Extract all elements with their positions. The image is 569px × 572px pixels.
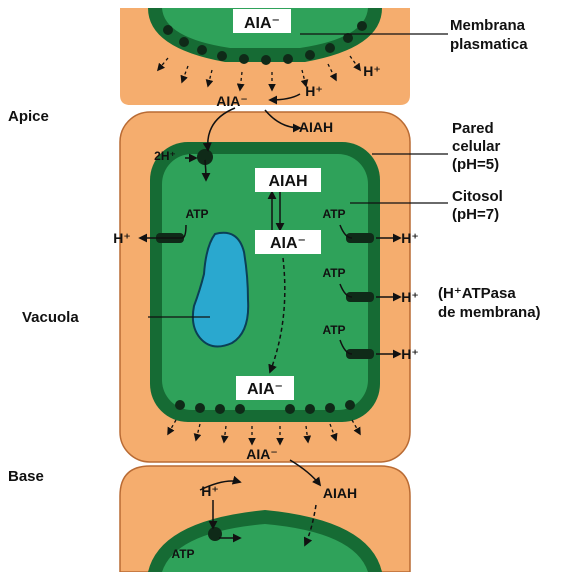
atp-left: ATP (185, 207, 208, 221)
aiah-apical-wall: AIAH (299, 119, 333, 135)
aia-anion-basal: AIA⁻ (247, 381, 283, 398)
aiah-bottom: AIAH (323, 485, 357, 501)
aia-anion-basal-wall: AIA⁻ (246, 446, 278, 462)
citosol-label-2: (pH=7) (452, 206, 499, 223)
atp-right-1: ATP (322, 207, 345, 221)
atp-right-3: ATP (322, 323, 345, 337)
atpasa-label-1: (H⁺ATPasa (438, 285, 516, 302)
atp-bottom: ATP (171, 547, 194, 561)
h-plus-right-2: H⁺ (401, 289, 419, 305)
h-plus-top-cell: H⁺ (363, 63, 381, 79)
apice-label: Apice (8, 108, 49, 125)
citosol-label-1: Citosol (452, 188, 503, 205)
h-plus-right-3: H⁺ (401, 346, 419, 362)
h-plus-apical-wall: H⁺ (305, 83, 323, 99)
atpasa-label-2: de membrana) (438, 304, 541, 321)
membrana-label-1: Membrana (450, 17, 526, 34)
pared-label-2: celular (452, 138, 501, 155)
two-h-plus: 2H⁺ (154, 149, 176, 163)
h-plus-bottom: H⁺ (201, 483, 219, 499)
aia-anion-top: AIA⁻ (244, 15, 280, 32)
aiah-cytosol: AIAH (268, 173, 307, 190)
aia-anion-cytosol: AIA⁻ (270, 235, 306, 252)
pared-label-3: (pH=5) (452, 156, 499, 173)
aia-anion-apical-wall: AIA⁻ (216, 93, 248, 109)
base-label: Base (8, 468, 44, 485)
h-plus-right-1: H⁺ (401, 230, 419, 246)
atp-right-2: ATP (322, 266, 345, 280)
bottom-pump (208, 527, 222, 541)
h-plus-left: H⁺ (113, 230, 131, 246)
pared-label-1: Pared (452, 120, 494, 137)
vacuola-label: Vacuola (22, 309, 79, 326)
membrana-label-2: plasmatica (450, 36, 528, 53)
